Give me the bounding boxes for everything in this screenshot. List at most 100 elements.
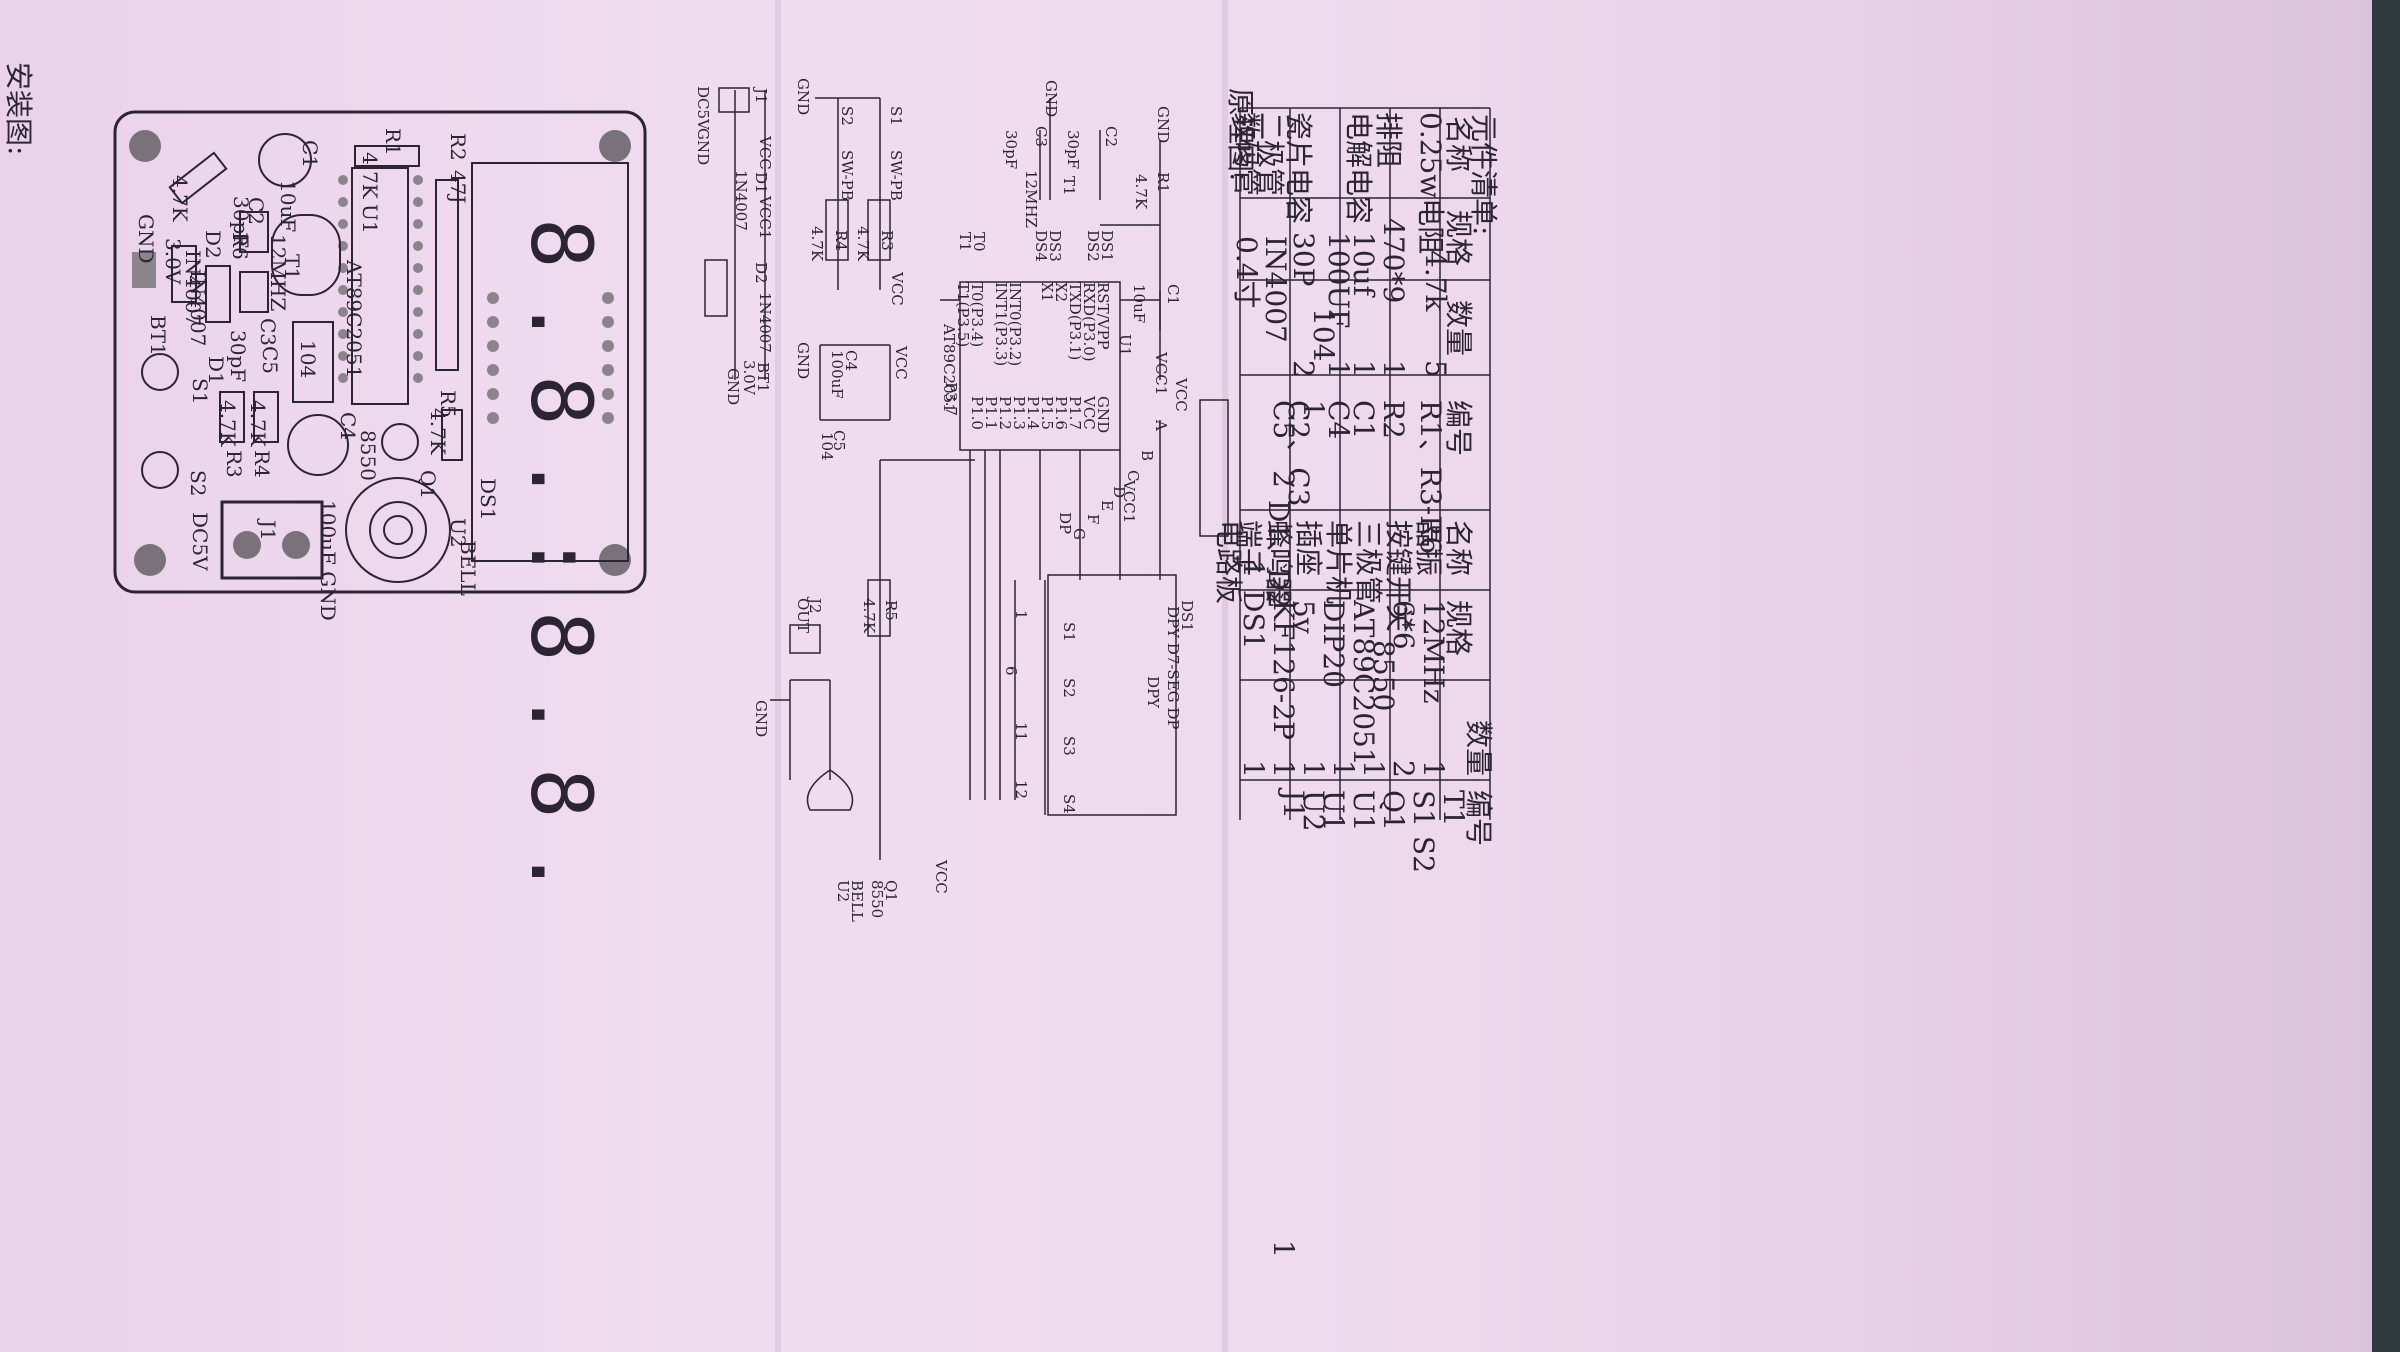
pcb-label: 12MHZ — [266, 234, 290, 312]
schematic-label: VCC — [888, 272, 906, 306]
schematic-label: T1 — [956, 232, 974, 252]
schematic-label: INT1(P3.3) — [992, 282, 1010, 367]
pcb-label: U1 — [358, 204, 382, 234]
schematic-label: X1 — [1038, 282, 1056, 303]
schematic-label: 4.7K — [808, 226, 826, 262]
schematic-label: C2 — [1102, 126, 1120, 148]
schematic-label: GND — [724, 368, 742, 406]
bom-cell: 2 — [1267, 470, 1300, 488]
schematic-label: T1(P3.5) — [954, 282, 972, 348]
schematic-label: C3 — [1032, 126, 1050, 148]
pcb-label: 4.7K — [216, 400, 240, 447]
pcb-s1-outline — [141, 353, 179, 391]
bom-right-header-qty: 数量 — [1462, 720, 1495, 777]
schematic-label: 11 — [1012, 722, 1030, 742]
schematic-label: DS4 — [1032, 230, 1050, 262]
bom-cell: T1 — [1437, 790, 1470, 827]
bom-cell: 0.25w电阻 — [1414, 112, 1447, 255]
schematic-label: 30pF — [1002, 130, 1020, 170]
pcb-label: BELL — [456, 540, 480, 596]
mounting-hole — [129, 130, 161, 162]
bom-cell: 5 — [1419, 360, 1452, 378]
pcb-label: BT1 — [146, 315, 170, 356]
pcb-u1-pins — [338, 175, 423, 383]
schematic-label: S1 — [887, 106, 905, 126]
pcb-r3-outline — [219, 391, 245, 443]
pcb-label: S1 — [188, 378, 212, 405]
pcb-d1-outline — [205, 265, 231, 323]
schematic-label: 4.7K — [860, 598, 878, 634]
schematic-label: 3.0V — [740, 360, 758, 395]
bom-cell: C5 — [1267, 400, 1300, 440]
pcb-c4-outline — [287, 414, 349, 476]
schematic-label: GND — [794, 342, 812, 380]
pcb-label: DS1 — [476, 478, 500, 521]
pcb-label: 4.7K — [358, 152, 382, 199]
pcb-label: C1 — [298, 140, 322, 169]
paper-fold-line — [1222, 0, 1228, 1352]
schematic-label: VCC — [756, 136, 774, 170]
schematic-label: P3.7 — [942, 382, 960, 416]
pcb-display-digits: 8.8.:8.8. — [512, 218, 610, 926]
bom-cell: 1 — [1267, 760, 1300, 778]
pcb-label: IN4007 — [186, 270, 210, 347]
bom-cell: R2 — [1377, 400, 1410, 439]
schematic-label: S4 — [1060, 794, 1078, 814]
bom-cell: U1 — [1347, 790, 1380, 832]
schematic-label: T1 — [1060, 176, 1078, 196]
mounting-hole — [599, 130, 631, 162]
pcb-label: 104 — [296, 340, 320, 379]
pcb-q1-outline — [381, 423, 419, 461]
pcb-label: 30pF — [229, 196, 253, 249]
pcb-label: R2 — [446, 133, 470, 161]
pcb-label: R4 — [250, 450, 274, 478]
schematic-7seg-box — [1047, 574, 1177, 816]
install-diagram-label: 安装图: — [2, 62, 35, 156]
schematic-label: B — [1138, 450, 1156, 462]
bom-cell: 数码管 — [1230, 112, 1263, 197]
bom-cell: AT89C2051 — [1347, 600, 1380, 766]
schematic-wires — [704, 87, 1229, 860]
bom-cell: 470*9 — [1377, 218, 1410, 304]
schematic-label: 100uF — [828, 350, 846, 399]
bom-cell: 2 — [1387, 760, 1420, 778]
pcb-d2-outline — [171, 245, 197, 303]
schematic-connector-box — [1199, 399, 1229, 537]
schematic-label: DPY D7-SEG DP — [1164, 606, 1182, 730]
bom-cell: 4.7k — [1419, 250, 1452, 312]
pcb-display-outline — [471, 162, 629, 562]
pcb-label: GND — [134, 214, 158, 264]
schematic-label: 12MHZ — [1022, 170, 1040, 228]
bom-cell: 1 — [1297, 760, 1330, 778]
schematic-label: VCC — [892, 346, 910, 380]
schematic-label: 104 — [818, 432, 836, 461]
schematic-label: DPY — [1144, 676, 1162, 709]
schematic-label: GND — [1154, 106, 1172, 144]
pcb-label: C3 — [256, 318, 280, 347]
bom-cell: KF126-2P — [1267, 600, 1300, 740]
schematic-label: SW-PB — [887, 150, 905, 201]
schematic-label: D1 — [752, 172, 770, 194]
bom-cell: 12MHz — [1417, 600, 1450, 704]
schematic-label: GND — [694, 128, 712, 166]
schematic-label: OUT — [794, 598, 812, 633]
schematic-label: C1 — [1164, 284, 1182, 306]
bom-cell: 1 — [1297, 400, 1330, 418]
pcb-label: DC5V — [188, 512, 212, 571]
pcb-label: AT89C2051 — [342, 260, 366, 379]
schematic-label: S1 — [1060, 622, 1078, 642]
pcb-label: 4.7K — [246, 400, 270, 447]
pcb-label: C5 — [258, 346, 282, 375]
pcb-r5-outline — [441, 409, 463, 461]
schematic-label: VCC — [932, 860, 950, 894]
bom-cell: 1 — [1267, 1240, 1300, 1258]
pcb-label: 47J — [446, 170, 470, 204]
pcb-display-pins — [487, 292, 614, 424]
schematic-label: S3 — [1060, 736, 1078, 756]
bom-cell: 104 — [1307, 308, 1340, 362]
bom-cell: 1 — [1377, 360, 1410, 378]
schematic-label: 12 — [1012, 780, 1030, 800]
schematic-label: 8550 — [868, 880, 886, 919]
